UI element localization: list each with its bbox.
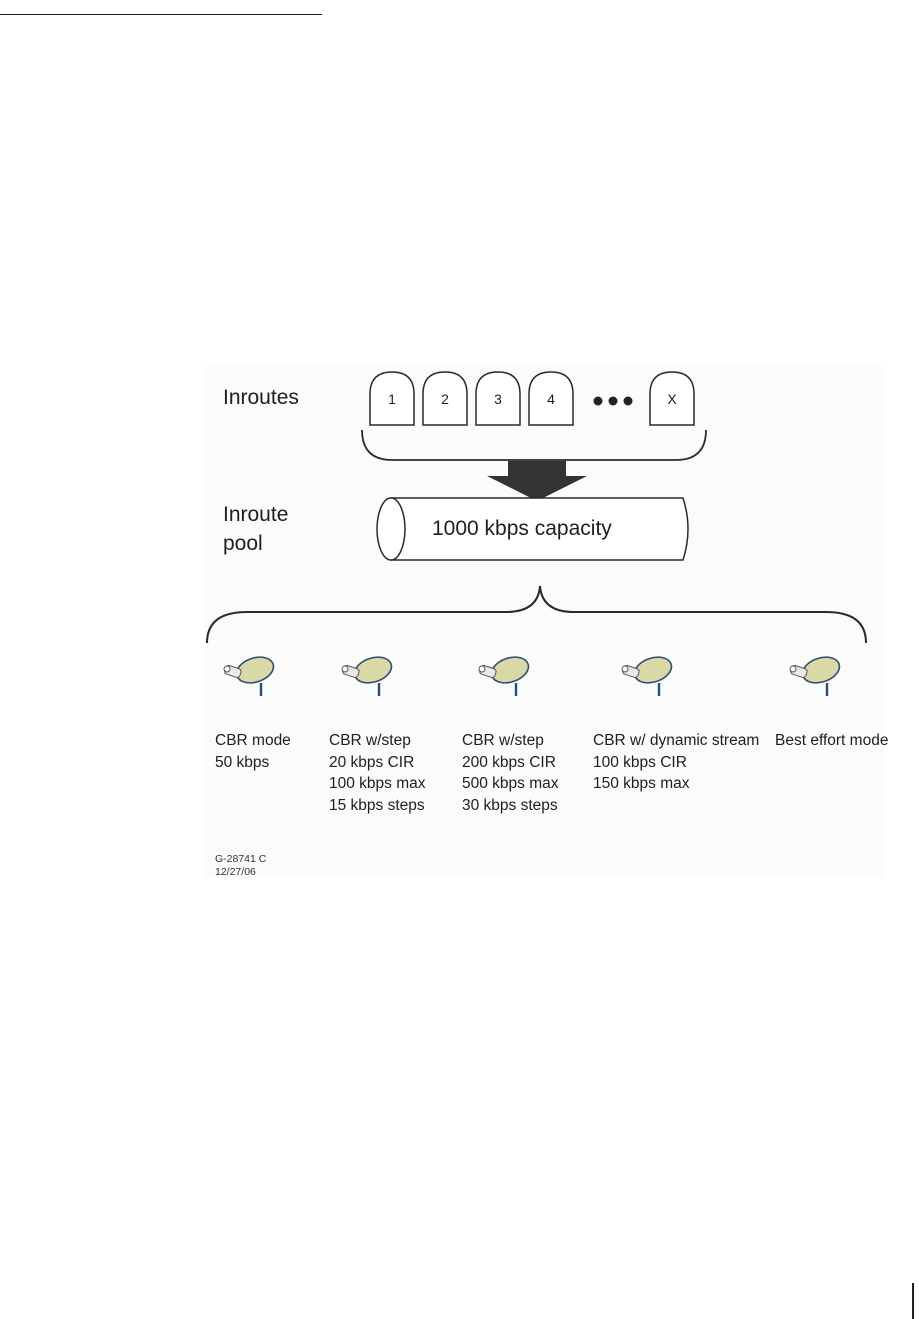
- ellipsis-dots: [593, 396, 633, 406]
- terminal-spec-line: 100 kbps CIR: [593, 753, 687, 771]
- terminal-spec-line: 200 kbps CIR: [462, 753, 556, 771]
- figure-id: G-28741 C: [215, 853, 267, 865]
- inroute-tab-label: X: [667, 391, 677, 407]
- inroute-tab: [475, 371, 521, 426]
- inroute-tab: [369, 371, 415, 426]
- satellite-dish-icon: [621, 656, 673, 696]
- terminal-spec-line: 15 kbps steps: [329, 796, 425, 814]
- inroute-tabs: [369, 371, 695, 426]
- terminal-spec-line: 500 kbps max: [462, 775, 559, 792]
- terminal-spec-line: 30 kbps steps: [462, 796, 558, 814]
- terminals-brace: [206, 585, 867, 644]
- terminal-dishes: [223, 656, 841, 696]
- terminal-spec-line: CBR w/step: [462, 732, 544, 749]
- inroute-tab-label: 1: [388, 391, 396, 407]
- terminal-spec-line: CBR w/step: [329, 732, 411, 749]
- satellite-dish-icon: [341, 656, 393, 696]
- terminal-spec-line: 50 kbps: [215, 753, 270, 771]
- inroute-tab: [422, 371, 468, 426]
- header-rule: [0, 14, 322, 15]
- inroute-pool-diagram: Inroutes Inroute pool 1 2 3 4 X 1000 kbps ca…: [205, 365, 888, 878]
- terminal-spec-line: 150 kbps max: [593, 775, 690, 792]
- pool-cylinder: [376, 497, 689, 561]
- pool-label-line2: pool: [223, 532, 263, 555]
- down-arrow: [487, 461, 587, 501]
- figure-date: 12/27/06: [215, 866, 256, 878]
- terminal-spec-line: 20 kbps CIR: [329, 753, 415, 771]
- pool-label-line1: Inroute: [223, 503, 289, 526]
- diagram-graphics: [206, 371, 867, 696]
- inroutes-brace: [361, 429, 707, 461]
- page-edge-mark: [912, 1283, 914, 1319]
- inroute-tab-label: 4: [547, 391, 555, 407]
- inroutes-label: Inroutes: [223, 386, 299, 409]
- terminal-spec-line: CBR mode: [215, 732, 291, 749]
- inroute-tab: [528, 371, 574, 426]
- inroute-tab-label: 3: [494, 391, 502, 407]
- inroute-tab-label: 2: [441, 391, 449, 407]
- inroute-tab: [649, 371, 695, 426]
- terminal-spec-line: CBR w/ dynamic stream: [593, 732, 760, 749]
- satellite-dish-icon: [789, 656, 841, 696]
- pool-capacity-label: 1000 kbps capacity: [432, 517, 612, 540]
- terminal-spec-line: 100 kbps max: [329, 775, 426, 792]
- satellite-dish-icon: [223, 656, 275, 696]
- satellite-dish-icon: [478, 656, 530, 696]
- terminal-spec-line: Best effort mode: [775, 732, 889, 749]
